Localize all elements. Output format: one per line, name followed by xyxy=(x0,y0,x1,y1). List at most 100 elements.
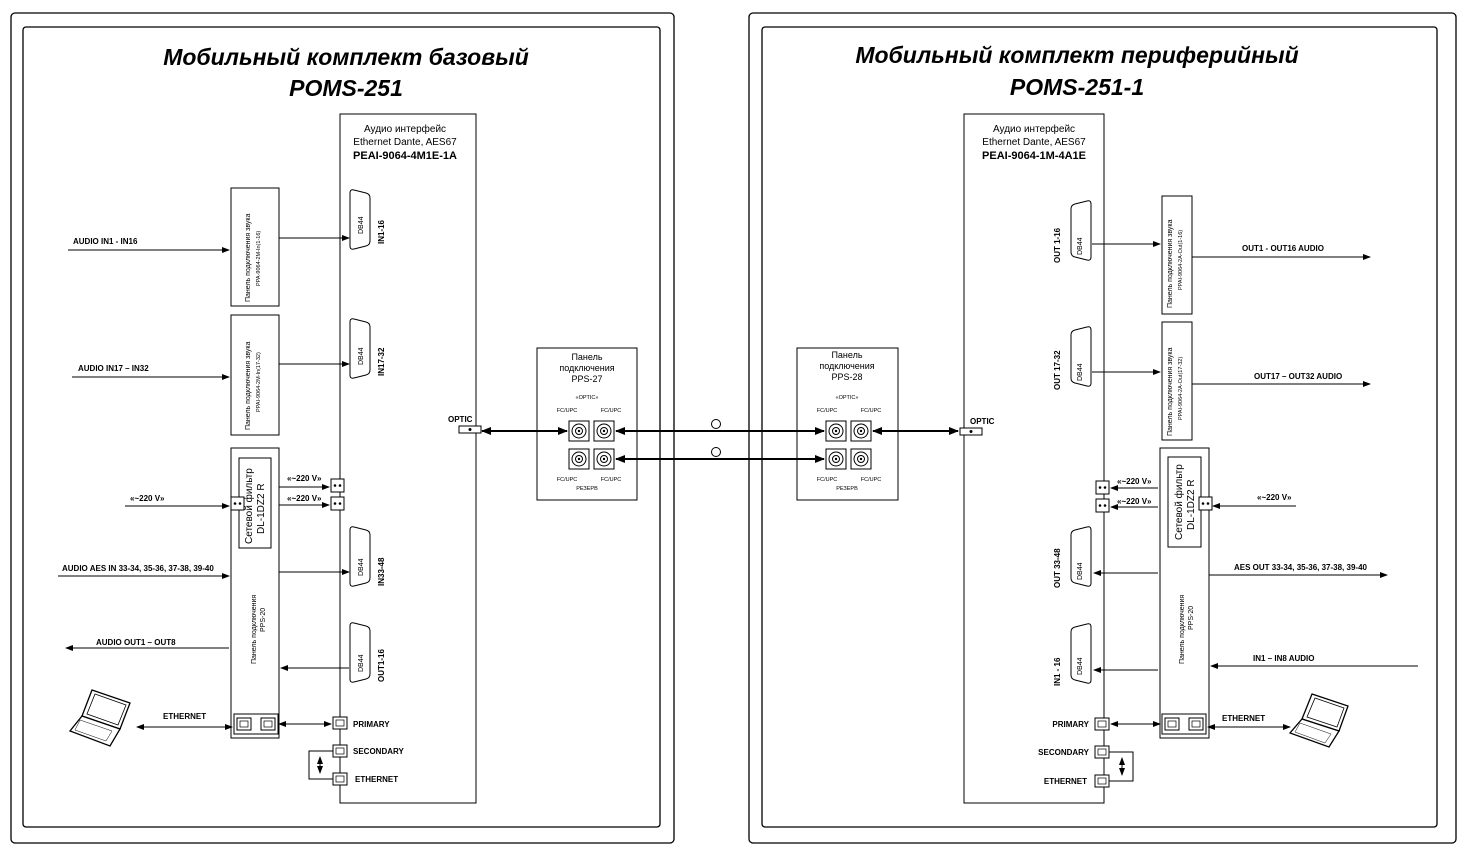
right-db44-label-4: DB44 xyxy=(1077,657,1084,675)
right-interface-protocol: Ethernet Dante, AES67 xyxy=(982,137,1086,148)
right-secondary-port xyxy=(1094,745,1110,759)
left-filter-power-in xyxy=(230,496,245,511)
pps27-optic-label: «OPTIC» xyxy=(576,395,599,401)
pps27-fc-connector-1 xyxy=(568,420,590,442)
right-filter-power-in xyxy=(1198,496,1213,511)
pps27-fc1-label: FC/UPC xyxy=(557,408,578,414)
right-port-out1-16: OUT 1-16 xyxy=(1053,227,1062,263)
right-audio-panel-2 xyxy=(1161,321,1193,441)
pps28-title-1: Панель xyxy=(831,350,862,360)
left-db44-label-3: DB44 xyxy=(358,558,365,576)
right-audio-out1-label: OUT1 - OUT16 AUDIO xyxy=(1242,244,1324,253)
left-filter-title: Сетевой фильтр xyxy=(243,468,255,544)
left-pps-model: PPS-20 xyxy=(260,608,267,632)
right-pps-rj-1 xyxy=(1164,717,1180,731)
right-title-model: POMS-251-1 xyxy=(1010,74,1144,100)
pps28-fc-connector-1 xyxy=(825,420,847,442)
left-db44-label-1: DB44 xyxy=(358,216,365,234)
left-title: Мобильный комплект базовый xyxy=(163,44,529,70)
right-audio-panel-1 xyxy=(1161,195,1193,315)
left-power-socket-a xyxy=(330,478,345,493)
pps27-reserve-label: РЕЗЕРВ xyxy=(576,486,598,492)
pps27-fc-connector-2 xyxy=(593,420,615,442)
right-power-in-label: «~220 V» xyxy=(1257,493,1292,502)
pps28-fc1-label: FC/UPC xyxy=(817,408,838,414)
right-primary-port xyxy=(1094,717,1110,731)
left-port-in17-32: IN17-32 xyxy=(377,347,386,376)
left-db44-in33-48 xyxy=(349,526,371,587)
right-db44-label-1: DB44 xyxy=(1077,237,1084,255)
pps28-fc3-label: FC/UPC xyxy=(817,477,838,483)
right-db44-label-2: DB44 xyxy=(1077,363,1084,381)
right-power-socket-a xyxy=(1095,480,1110,495)
right-audio-out17-label: OUT17 – OUT32 AUDIO xyxy=(1254,372,1342,381)
left-power-in-label: «~220 V» xyxy=(130,494,165,503)
left-interface-protocol: Ethernet Dante, AES67 xyxy=(353,137,457,148)
left-power-b-label: «~220 V» xyxy=(287,494,322,503)
right-laptop-icon xyxy=(1288,693,1349,748)
right-title: Мобильный комплект периферийный xyxy=(855,42,1298,68)
left-db44-out1-16 xyxy=(349,622,371,683)
left-interface-name: Аудио интерфейс xyxy=(364,123,446,135)
right-ethernet-label: ETHERNET xyxy=(1044,777,1087,786)
left-interface-model: PEAI-9064-4M1E-1A xyxy=(353,150,457,162)
right-primary-label: PRIMARY xyxy=(1052,720,1089,729)
pps27-fc4-label: FC/UPC xyxy=(601,477,622,483)
left-audio-panel-2 xyxy=(230,314,280,436)
pps27-model: PPS-27 xyxy=(571,374,602,384)
left-secondary-port xyxy=(332,744,348,758)
pps28-fc-connector-2 xyxy=(850,420,872,442)
left-panel2-title: Панель подключения звука xyxy=(245,341,252,430)
right-in-audio-label: IN1 – IN8 AUDIO xyxy=(1253,654,1315,663)
right-port-out33-48: OUT 33-48 xyxy=(1053,548,1062,588)
pps28-fc2-label: FC/UPC xyxy=(861,408,882,414)
right-interface-name: Аудио интерфейс xyxy=(993,123,1075,135)
left-audio-in1-label: AUDIO IN1 - IN16 xyxy=(73,237,138,246)
left-port-in1-16: IN1-16 xyxy=(377,219,386,244)
right-pps-title: Панель подключения xyxy=(1179,595,1186,664)
pps28-model: PPS-28 xyxy=(831,372,862,382)
right-frame-inner xyxy=(761,26,1438,828)
pps27-title-2: подключения xyxy=(559,363,614,373)
left-optic-label: OPTIC xyxy=(448,415,473,424)
left-port-in33-48: IN33-48 xyxy=(377,557,386,586)
left-aes-in-label: AUDIO AES IN 33-34, 35-36, 37-38, 39-40 xyxy=(62,564,214,573)
right-panel1-title: Панель подключения звука xyxy=(1167,219,1174,308)
pps28-reserve-label: РЕЗЕРВ xyxy=(836,486,858,492)
left-filter-model: DL-1DZ2 R xyxy=(256,483,267,534)
right-filter-model: DL-1DZ2 R xyxy=(1186,479,1197,530)
pps27-title-1: Панель xyxy=(571,352,602,362)
left-pps-rj-1 xyxy=(236,717,252,731)
right-db44-label-3: DB44 xyxy=(1077,562,1084,580)
left-secondary-label: SECONDARY xyxy=(353,747,404,756)
left-ethernet-line-label: ETHERNET xyxy=(163,712,206,721)
pps27-fc-connector-4 xyxy=(593,448,615,470)
right-power-socket-b xyxy=(1095,498,1110,513)
right-power-b-label: «~220 V» xyxy=(1117,497,1152,506)
left-primary-port xyxy=(332,716,348,730)
left-db44-label-2: DB44 xyxy=(358,347,365,365)
left-pps-rj-2 xyxy=(260,717,276,731)
left-pps-title: Панель подключения xyxy=(251,595,258,664)
pps27-fc2-label: FC/UPC xyxy=(601,408,622,414)
left-port-out1-16: OUT1-16 xyxy=(377,649,386,682)
pps28-fc-connector-4 xyxy=(850,448,872,470)
pps27-fc3-label: FC/UPC xyxy=(557,477,578,483)
pps28-fc-connector-3 xyxy=(825,448,847,470)
right-pps-rj-2 xyxy=(1188,717,1204,731)
right-panel2-model: PPAI-9064-2A-Out(17-32) xyxy=(1178,357,1184,420)
pps27-fc-connector-3 xyxy=(568,448,590,470)
left-panel1-model: PPA-9064-2M-In(1-16) xyxy=(256,231,262,286)
right-optic-label: OPTIC xyxy=(970,417,995,426)
left-audio-out-label: AUDIO OUT1 – OUT8 xyxy=(96,638,176,647)
pps28-fc4-label: FC/UPC xyxy=(861,477,882,483)
right-frame-outer xyxy=(748,12,1457,844)
left-primary-label: PRIMARY xyxy=(353,720,390,729)
pps28-title-2: подключения xyxy=(819,361,874,371)
right-interface-model: PEAI-9064-1M-4A1E xyxy=(982,150,1086,162)
left-db44-label-4: DB44 xyxy=(358,654,365,672)
right-panel2-title: Панель подключения звука xyxy=(1167,347,1174,436)
right-aes-out-label: AES OUT 33-34, 35-36, 37-38, 39-40 xyxy=(1234,563,1368,572)
left-power-a-label: «~220 V» xyxy=(287,474,322,483)
left-audio-panel-1 xyxy=(230,187,280,307)
